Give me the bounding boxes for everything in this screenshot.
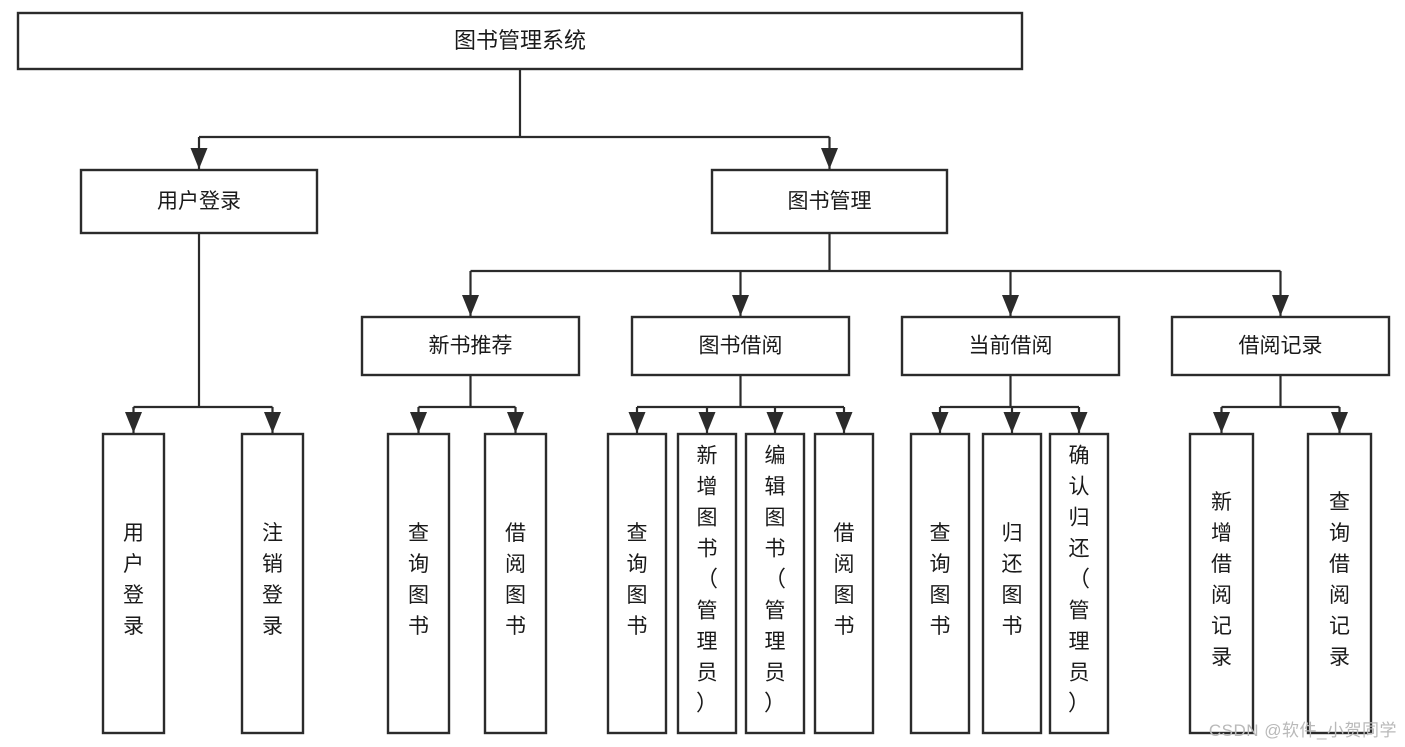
node-boxes: 图书管理系统用户登录图书管理新书推荐图书借阅当前借阅借阅记录用户登录注销登录查询…	[16, 11, 1391, 735]
arrow-head-icon	[821, 148, 838, 169]
leaf-box[interactable]	[1188, 432, 1255, 735]
arrow-head-icon	[1002, 295, 1019, 316]
leaf-label: 归还图书	[1002, 522, 1023, 638]
level2-box[interactable]	[79, 168, 319, 235]
leaf-node[interactable]: 确认归还（管理员）	[1048, 432, 1110, 735]
leaf-node[interactable]: 新增借阅记录	[1188, 432, 1255, 735]
level2-box[interactable]	[710, 168, 949, 235]
leaf-box[interactable]	[909, 432, 971, 735]
leaf-box[interactable]	[676, 432, 738, 735]
leaf-node[interactable]: 查询图书	[386, 432, 451, 735]
level3-box[interactable]	[630, 315, 851, 377]
leaf-box[interactable]	[101, 432, 166, 735]
leaf-box[interactable]	[606, 432, 668, 735]
leaf-node[interactable]: 新增图书（管理员）	[676, 432, 738, 735]
level2-node[interactable]: 用户登录	[79, 168, 319, 235]
leaf-label: 新增借阅记录	[1211, 491, 1232, 669]
arrow-head-icon	[698, 412, 716, 433]
root-node[interactable]: 图书管理系统	[16, 11, 1024, 71]
level3-box[interactable]	[1170, 315, 1391, 377]
level3-label: 当前借阅	[969, 335, 1053, 358]
level3-node[interactable]: 借阅记录	[1170, 315, 1391, 377]
arrow-head-icon	[835, 412, 853, 433]
leaf-node[interactable]: 注销登录	[240, 432, 305, 735]
level3-box[interactable]	[900, 315, 1121, 377]
leaf-label: 注销登录	[262, 522, 283, 638]
arrow-head-icon	[264, 412, 281, 433]
arrow-head-icon	[732, 295, 749, 316]
leaf-label: 查询图书	[408, 522, 429, 638]
level3-node[interactable]: 当前借阅	[900, 315, 1121, 377]
arrow-head-icon	[1070, 412, 1088, 433]
leaf-box[interactable]	[744, 432, 806, 735]
arrow-head-icon	[1331, 412, 1348, 433]
root-box[interactable]	[16, 11, 1024, 71]
leaf-box[interactable]	[240, 432, 305, 735]
arrow-head-icon	[766, 412, 784, 433]
leaf-box[interactable]	[981, 432, 1043, 735]
leaf-label: 确认归还（管理员）	[1068, 445, 1090, 716]
level3-node[interactable]: 新书推荐	[360, 315, 581, 377]
arrow-head-icon	[931, 412, 949, 433]
leaf-box[interactable]	[813, 432, 875, 735]
arrow-head-icon	[1272, 295, 1289, 316]
leaf-node[interactable]: 借阅图书	[813, 432, 875, 735]
leaf-label: 查询借阅记录	[1329, 491, 1350, 669]
level2-label: 图书管理	[788, 190, 872, 213]
leaf-label: 查询图书	[627, 522, 648, 638]
arrow-head-icon	[507, 412, 524, 433]
arrow-head-icon	[190, 148, 208, 169]
leaf-node[interactable]: 用户登录	[101, 432, 166, 735]
arrow-head-icon	[125, 412, 142, 433]
leaf-label: 借阅图书	[505, 522, 526, 638]
level3-node[interactable]: 图书借阅	[630, 315, 851, 377]
arrow-head-icon	[1003, 412, 1021, 433]
leaf-box[interactable]	[483, 432, 548, 735]
leaf-node[interactable]: 查询图书	[606, 432, 668, 735]
leaf-box[interactable]	[1306, 432, 1373, 735]
root-label: 图书管理系统	[454, 28, 586, 53]
csdn-watermark: CSDN @软件_小贺同学	[1208, 721, 1397, 740]
leaf-node[interactable]: 借阅图书	[483, 432, 548, 735]
level2-label: 用户登录	[157, 190, 241, 213]
leaf-node[interactable]: 编辑图书（管理员）	[744, 432, 806, 735]
level3-label: 借阅记录	[1239, 335, 1323, 358]
level3-label: 新书推荐	[429, 335, 513, 358]
arrow-head-icon	[628, 412, 646, 433]
leaf-label: 借阅图书	[834, 522, 855, 638]
leaf-node[interactable]: 查询图书	[909, 432, 971, 735]
leaf-label: 查询图书	[930, 522, 951, 638]
arrow-head-icon	[410, 412, 427, 433]
leaf-box[interactable]	[386, 432, 451, 735]
arrow-head-icon	[1213, 412, 1230, 433]
leaf-label: 新增图书（管理员）	[696, 445, 718, 716]
level3-box[interactable]	[360, 315, 581, 377]
arrow-head-icon	[462, 295, 479, 316]
leaf-label: 用户登录	[123, 522, 144, 638]
leaf-node[interactable]: 归还图书	[981, 432, 1043, 735]
leaf-node[interactable]: 查询借阅记录	[1306, 432, 1373, 735]
leaf-label: 编辑图书（管理员）	[764, 445, 786, 716]
level2-node[interactable]: 图书管理	[710, 168, 949, 235]
connector-lines	[125, 69, 1348, 433]
level3-label: 图书借阅	[699, 335, 783, 358]
leaf-box[interactable]	[1048, 432, 1110, 735]
